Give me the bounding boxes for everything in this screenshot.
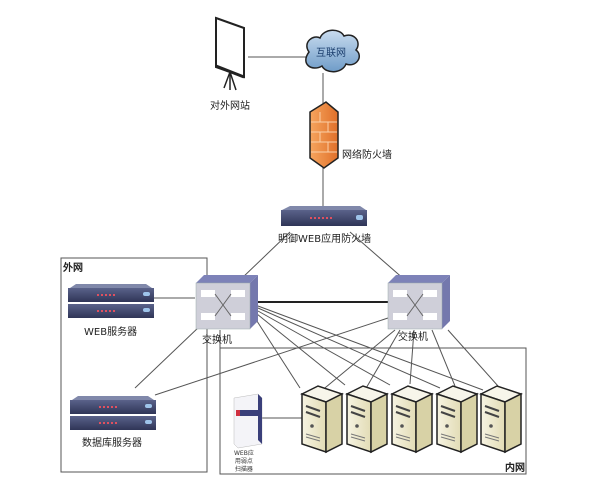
web-servers-icon xyxy=(68,284,154,318)
scanner-label-line: 用弱点 xyxy=(234,458,253,465)
connections xyxy=(134,56,499,419)
software-box-icon xyxy=(233,393,263,449)
db-servers-label: 数据库服务器 xyxy=(82,438,142,449)
web-servers-label: WEB服务器 xyxy=(84,327,138,338)
scanner-label-line: WEB应 xyxy=(234,450,254,457)
link-waf-switch-right xyxy=(349,231,406,281)
db-servers-icon xyxy=(70,396,156,430)
tower-server-icon xyxy=(345,385,389,454)
switch-left-label: 交换机 xyxy=(202,335,232,346)
internal-zone-label: 内网 xyxy=(505,463,525,474)
scanner-label-line: 扫描器 xyxy=(234,466,253,473)
waf-label: 明御WEB应用防火墙 xyxy=(278,234,372,245)
link-db-switch-right xyxy=(154,317,389,396)
external-site-label: 对外网站 xyxy=(210,101,250,112)
tower-server-icon xyxy=(300,385,344,454)
tower-server-icon xyxy=(390,385,434,454)
external-zone-label: 外网 xyxy=(63,263,83,274)
internal-servers xyxy=(300,385,523,454)
cloud-icon xyxy=(305,29,360,73)
internet-label: 互联网 xyxy=(316,48,346,59)
scanner-label: WEB应 用弱点 扫描器 xyxy=(234,450,254,474)
switch-right-label: 交换机 xyxy=(398,332,428,343)
network-firewall-label: 网络防火墙 xyxy=(342,150,392,161)
link-waf-switch-left xyxy=(239,231,291,281)
tower-server-icon xyxy=(479,385,523,454)
external-zone xyxy=(60,257,208,473)
firewall-brick-icon xyxy=(309,101,339,169)
tower-server-icon xyxy=(435,385,479,454)
projector-screen-icon xyxy=(215,16,245,91)
rack-appliance-icon xyxy=(281,206,367,226)
switch-left xyxy=(195,275,258,330)
switch-right xyxy=(387,275,450,330)
link-db-switch-left xyxy=(134,325,201,389)
